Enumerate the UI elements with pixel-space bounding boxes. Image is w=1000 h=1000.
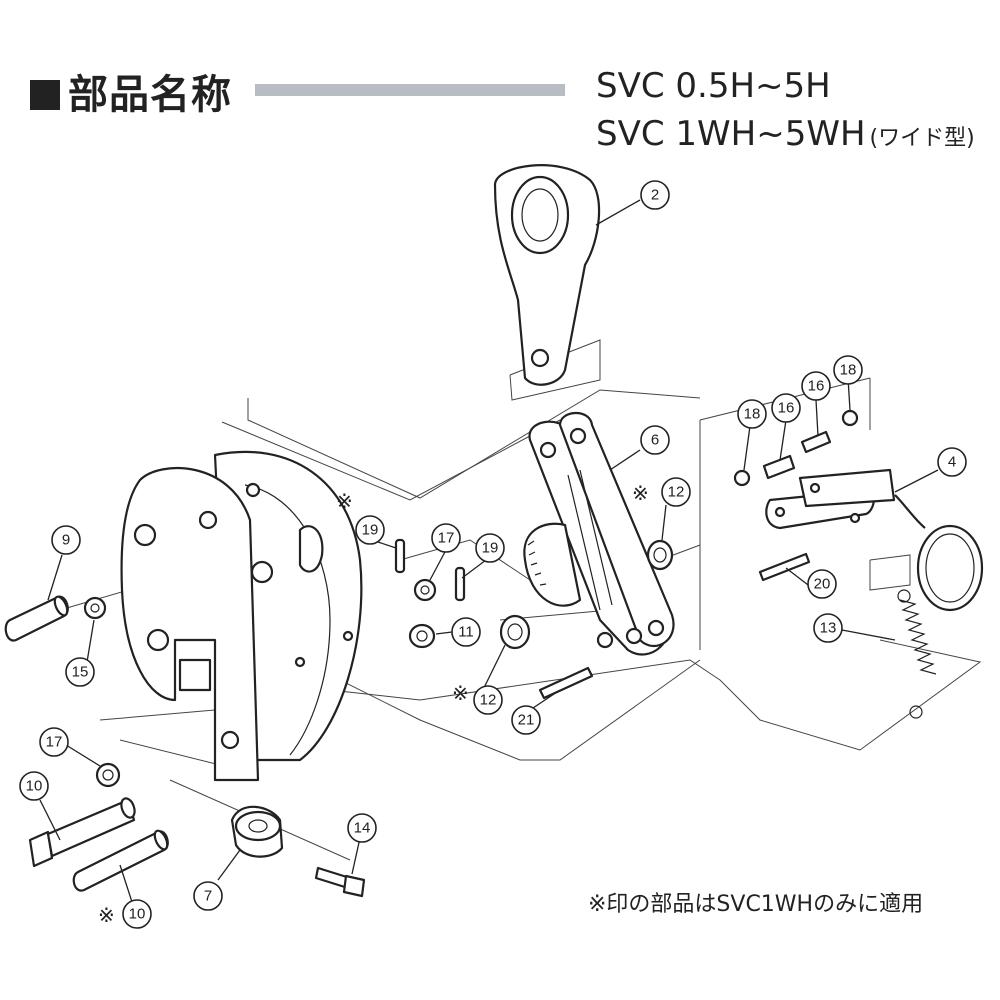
callout-4-label: 4: [948, 454, 956, 471]
callout-18-right-label: 18: [840, 362, 857, 379]
callout-18-right: 18: [833, 355, 863, 385]
callout-10-label: 10: [26, 778, 43, 795]
callout-9: 9: [51, 525, 81, 555]
callout-15: 15: [65, 657, 95, 687]
part-9-pin: [4, 595, 69, 642]
callout-6-label: 6: [651, 432, 659, 449]
callout-19-right: 19: [475, 533, 505, 563]
model-line-2: SVC 1WH~5WH(ワイド型): [596, 114, 975, 154]
callout-12-right: ※ 12: [632, 477, 691, 507]
callout-12-lower-label: 12: [480, 692, 497, 709]
title-text: 部品名称: [68, 72, 232, 118]
callout-12-lower: ※ 12: [452, 683, 503, 715]
cam-gear: [523, 522, 582, 607]
callout-10-marked-symbol: ※: [98, 905, 115, 927]
callout-19-left: ※ 19: [336, 491, 385, 545]
callout-10: 10: [19, 771, 49, 801]
callout-7-label: 7: [204, 888, 212, 905]
part-21-pin: [538, 666, 594, 700]
leader-lines: [39, 199, 939, 903]
part-10-bolt: [28, 797, 136, 868]
part-10-pin-marked: [72, 829, 169, 892]
callout-7: 7: [193, 881, 223, 911]
callout-2: 2: [640, 180, 670, 210]
callout-9-label: 9: [62, 532, 70, 549]
main-body: [120, 450, 363, 782]
part-15-nut: [83, 596, 107, 620]
callout-19-right-label: 19: [482, 540, 499, 557]
callout-12-right-symbol: ※: [632, 483, 649, 505]
part-7-roller: [230, 805, 284, 858]
callout-11: 11: [451, 617, 481, 647]
part-17-nut-upper: [413, 578, 437, 602]
footnote: ※印の部品はSVC1WHのみに適用: [588, 892, 924, 917]
callout-18-left: 18: [737, 399, 767, 429]
part-17-nut-lower: [95, 762, 121, 788]
callout-16-left-label: 16: [778, 400, 795, 417]
callout-17-lower-label: 17: [46, 734, 63, 751]
model-line-2-text: SVC 1WH~5WH: [596, 114, 866, 154]
callout-16-right: 16: [801, 371, 831, 401]
callout-12-lower-symbol: ※: [452, 683, 469, 705]
callout-19-left-label: 19: [362, 522, 379, 539]
part-12-spacers: [499, 539, 674, 650]
callout-13-label: 13: [820, 620, 837, 637]
callout-17-lower: 17: [39, 727, 69, 757]
page-title: 部品名称: [30, 62, 232, 120]
callout-2-label: 2: [651, 187, 659, 204]
part-16-18-bolts: [733, 409, 859, 487]
part-2-lifting-eye: [493, 164, 601, 386]
callout-20-label: 20: [814, 576, 831, 593]
callout-21-label: 21: [518, 712, 535, 729]
callout-6: 6: [640, 425, 670, 455]
part-20-pin: [758, 552, 811, 582]
part-4-handle: [765, 468, 984, 612]
callout-4: 4: [937, 447, 967, 477]
callout-13: 13: [813, 613, 843, 643]
callout-17-upper-label: 17: [438, 530, 455, 547]
callout-20: 20: [807, 569, 837, 599]
model-line-2-suffix: (ワイド型): [869, 126, 975, 151]
part-14-bolt: [314, 866, 366, 898]
callout-10-marked: ※ 10: [98, 899, 152, 929]
callout-15-label: 15: [72, 664, 89, 681]
callout-11-label: 11: [458, 624, 474, 641]
part-6-link: [528, 411, 675, 656]
part-11-collar: [408, 623, 436, 649]
callout-12-right-label: 12: [668, 484, 685, 501]
callout-19-left-symbol: ※: [336, 491, 353, 513]
callout-14-label: 14: [354, 820, 371, 837]
model-line-1: SVC 0.5H~5H: [596, 66, 831, 106]
callout-14: 14: [347, 813, 377, 843]
callout-16-right-label: 16: [808, 378, 825, 395]
callout-18-left-label: 18: [744, 406, 761, 423]
title-square-icon: [30, 80, 60, 110]
part-19-pins: [394, 538, 466, 602]
title-rule: [255, 84, 565, 96]
part-13-spring: [897, 589, 937, 719]
callout-21: 21: [511, 705, 541, 735]
callout-16-left: 16: [771, 393, 801, 423]
callout-17-upper: 17: [431, 523, 461, 553]
callout-10-marked-label: 10: [129, 906, 146, 923]
